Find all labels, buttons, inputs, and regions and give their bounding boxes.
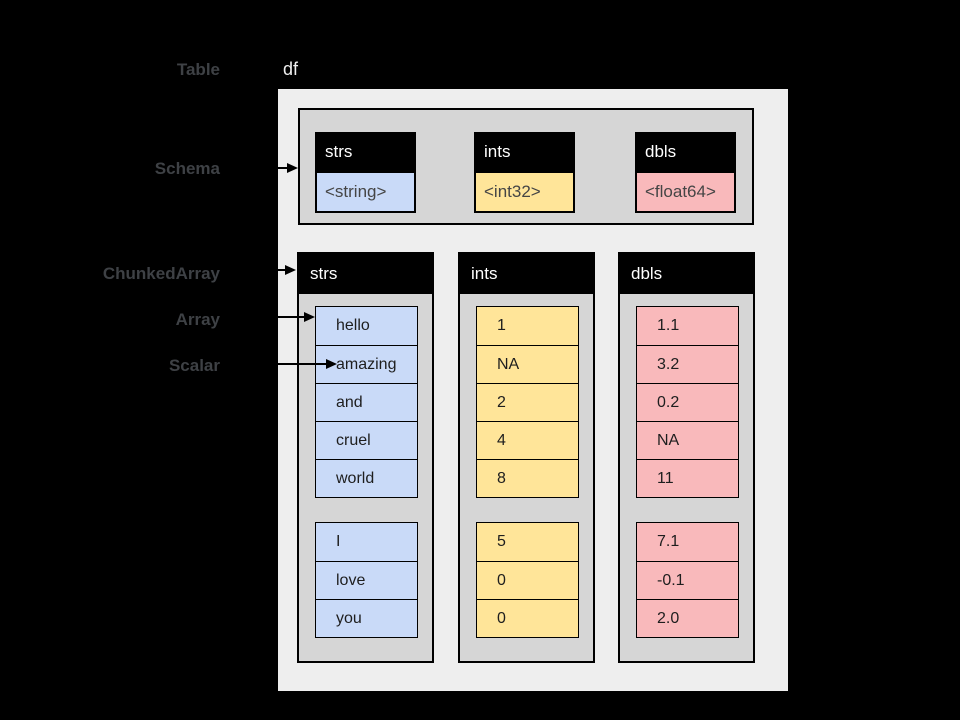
array-cell: cruel — [316, 421, 417, 459]
column-header: ints — [460, 254, 593, 294]
array-cell: 2 — [477, 383, 578, 421]
label-table: Table — [176, 60, 220, 79]
schema-field-name: ints — [474, 132, 575, 171]
schema-field-name: strs — [315, 132, 416, 171]
label-scalar: Scalar — [168, 356, 220, 375]
array-cell: 0 — [477, 561, 578, 599]
array-cell: love — [316, 561, 417, 599]
schema-field-dbls: dbls<float64> — [635, 132, 736, 213]
arrow-head — [304, 312, 315, 322]
scalar-arrow-icon — [266, 359, 337, 369]
array-cell: -0.1 — [637, 561, 738, 599]
chunked-array-arrow-icon — [266, 265, 296, 275]
array-cell: 7.1 — [637, 523, 738, 561]
schema-field-strs: strs<string> — [315, 132, 416, 213]
schema-field-type: <float64> — [635, 171, 736, 213]
array-cell: 3.2 — [637, 345, 738, 383]
array-cell: you — [316, 599, 417, 637]
array-cell: NA — [477, 345, 578, 383]
table-box: strs<string>ints<int32>dbls<float64> str… — [278, 89, 788, 691]
label-schema: Schema — [154, 159, 220, 178]
schema-arrow-icon — [266, 163, 298, 173]
array-cell: 11 — [637, 459, 738, 497]
schema-box: strs<string> ints<int32> dbls<float64> — [298, 108, 754, 225]
arrow-line — [266, 363, 326, 365]
array-cell: 0.2 — [637, 383, 738, 421]
arrow-head — [326, 359, 337, 369]
array-cell: 1 — [477, 307, 578, 345]
array-cell: 0 — [477, 599, 578, 637]
array-cell: hello — [316, 307, 417, 345]
arrow-line — [266, 167, 287, 169]
schema-field-type: <string> — [315, 171, 416, 213]
array-cell: 4 — [477, 421, 578, 459]
array-cell: 5 — [477, 523, 578, 561]
column-header: dbls — [620, 254, 753, 294]
label-chunked-array: ChunkedArray — [102, 264, 220, 283]
array-arrow-icon — [266, 312, 315, 322]
column-header: strs — [299, 254, 432, 294]
array-cell: world — [316, 459, 417, 497]
arrow-line — [266, 269, 285, 271]
array-cell: NA — [637, 421, 738, 459]
array-cell: I — [316, 523, 417, 561]
arrow-head — [287, 163, 298, 173]
schema-field-name: dbls — [635, 132, 736, 171]
schema-field-ints: ints<int32> — [474, 132, 575, 213]
arrow-line — [266, 316, 304, 318]
schema-field-type: <int32> — [474, 171, 575, 213]
array-cell: 2.0 — [637, 599, 738, 637]
arrow-head — [285, 265, 296, 275]
df-variable-label: df — [283, 59, 299, 79]
array-cell: 1.1 — [637, 307, 738, 345]
array-cell: and — [316, 383, 417, 421]
label-array: Array — [175, 310, 220, 329]
array-cell: 8 — [477, 459, 578, 497]
